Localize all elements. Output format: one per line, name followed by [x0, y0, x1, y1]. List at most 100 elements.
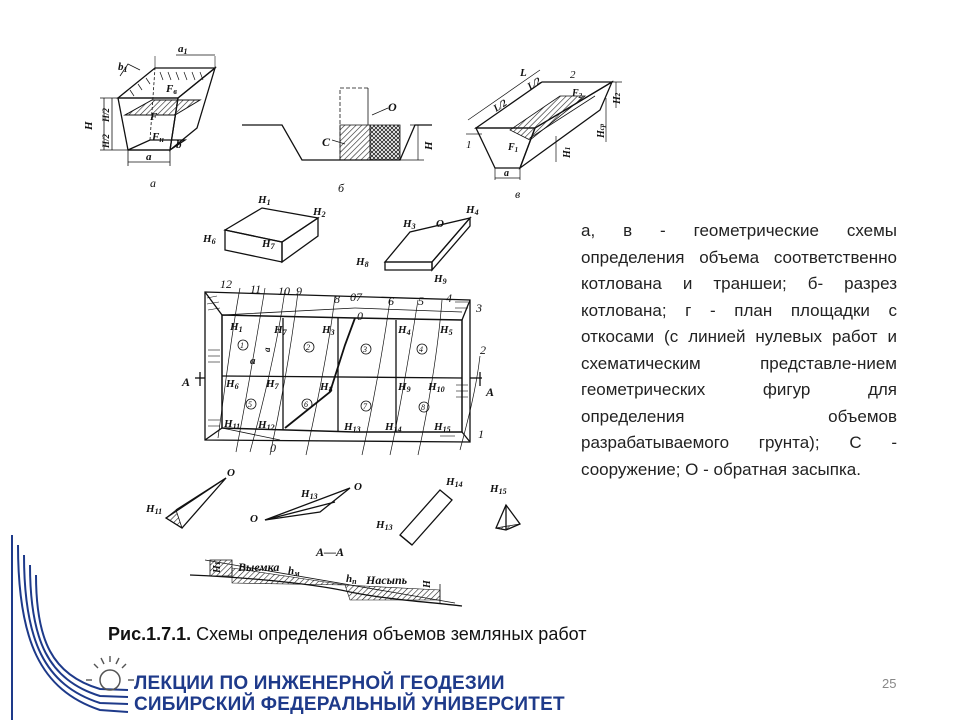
- svg-text:9: 9: [296, 284, 302, 298]
- svg-text:H13: H13: [343, 421, 361, 434]
- label-b: b: [176, 139, 182, 151]
- prism-box-labels: H1 H2 H6 H7: [202, 194, 326, 251]
- svg-text:H12: H12: [257, 419, 275, 432]
- footer-university-name: СИБИРСКИЙ ФЕДЕРАЛЬНЫЙ УНИВЕРСИТЕТ: [134, 694, 565, 715]
- figure-caption: Рис.1.7.1. Схемы определения объемов зем…: [108, 624, 587, 645]
- caption-prefix: Рис.1.7.1.: [108, 624, 192, 644]
- diagram-a-pit: [100, 54, 217, 166]
- svg-text:H1: H1: [212, 562, 223, 574]
- diagram-v-trench: [466, 69, 622, 180]
- label-H-half-2: H/2: [101, 107, 111, 123]
- svg-text:H1: H1: [229, 321, 243, 334]
- svg-text:A: A: [485, 385, 494, 399]
- svg-text:H2: H2: [312, 206, 326, 219]
- svg-text:hп: hп: [346, 573, 357, 586]
- prism-box: [223, 207, 320, 264]
- caption-b: б: [338, 181, 345, 195]
- label-O: O: [388, 100, 397, 114]
- label-Hcp: Hср: [596, 123, 607, 139]
- svg-text:1: 1: [478, 427, 484, 441]
- svg-text:H9: H9: [397, 381, 411, 394]
- svg-text:1: 1: [240, 341, 244, 350]
- svg-text:A: A: [181, 375, 190, 389]
- label-H-b: H: [423, 141, 435, 151]
- svg-text:4: 4: [446, 291, 452, 305]
- site-plan-labels: H1 H7 H3 H4 H5 H6 H7 H8 H9 H10 H11 H12 H…: [181, 277, 494, 455]
- svg-text:2: 2: [306, 343, 310, 352]
- svg-text:hм: hм: [288, 565, 300, 578]
- svg-text:3: 3: [362, 345, 367, 354]
- svg-text:H5: H5: [439, 324, 453, 337]
- diagram-b-labels: C O H б: [322, 100, 435, 195]
- label-L2-a: L/2: [491, 98, 509, 115]
- diagram-b-section: [242, 87, 432, 161]
- svg-text:Выемка: Выемка: [237, 560, 279, 574]
- svg-text:H14: H14: [445, 476, 463, 489]
- svg-text:O: O: [250, 513, 258, 525]
- svg-text:H6: H6: [202, 233, 216, 246]
- svg-text:H10: H10: [427, 381, 445, 394]
- svg-text:8: 8: [421, 403, 425, 412]
- svg-text:H4: H4: [465, 204, 479, 217]
- svg-text:H11: H11: [223, 418, 240, 431]
- svg-text:0: 0: [270, 441, 276, 455]
- label-L: L: [519, 67, 527, 79]
- svg-text:H3: H3: [402, 218, 416, 231]
- svg-text:3: 3: [475, 301, 482, 315]
- label-F2: F2: [571, 88, 583, 100]
- label-H1-v: H1: [562, 147, 573, 159]
- svg-text:O: O: [436, 218, 444, 230]
- svg-text:12: 12: [220, 277, 232, 291]
- svg-text:6: 6: [388, 294, 394, 308]
- svg-text:6: 6: [304, 400, 308, 409]
- svg-text:5: 5: [418, 294, 424, 308]
- section-aa-labels: А—А H1 Выемка hм hп Насыпь H: [212, 545, 433, 589]
- diagram-v-labels: L L/2 L/2 2 F2 H2 Hср 1 F1 H1 a в: [466, 67, 623, 201]
- label-Fv: Fв: [165, 83, 177, 96]
- label-b1: b1: [118, 61, 128, 74]
- caption-v: в: [515, 187, 520, 201]
- diagram-a-labels: a1 b1 Fв F Fн b a H H/2 H/2 а: [83, 43, 188, 190]
- label-H2: H2: [612, 92, 623, 105]
- svg-text:07: 07: [350, 290, 363, 304]
- line-numbers: 12 11 10 9 8 0 07 6 5 4 3 2 1 0: [220, 277, 486, 455]
- label-1: 1: [466, 139, 472, 151]
- svg-text:H15: H15: [489, 483, 507, 496]
- site-plan: [195, 287, 482, 456]
- svg-text:H13: H13: [375, 519, 393, 532]
- svg-text:H13: H13: [300, 488, 318, 501]
- svg-text:H8: H8: [319, 381, 333, 394]
- svg-text:H1: H1: [257, 194, 271, 207]
- cell-numbers: 1 2 3 4 5 6 7 8: [237, 339, 430, 413]
- svg-text:7: 7: [363, 402, 368, 411]
- bottom-prisms: [164, 477, 522, 546]
- svg-text:H: H: [422, 579, 433, 589]
- svg-text:H9: H9: [433, 273, 447, 286]
- prism-wedge: [383, 216, 472, 272]
- svg-text:H7: H7: [265, 378, 280, 391]
- svg-text:H11: H11: [145, 503, 162, 516]
- label-Fn: Fн: [151, 131, 164, 144]
- svg-text:а: а: [250, 355, 256, 367]
- bottom-prism-labels: O H11 H13 O O H14 H13 H15: [145, 467, 507, 532]
- svg-text:2: 2: [480, 343, 486, 357]
- svg-text:10: 10: [278, 284, 290, 298]
- svg-text:Насыпь: Насыпь: [365, 573, 408, 587]
- svg-text:а: а: [262, 347, 272, 352]
- svg-text:H6: H6: [225, 378, 239, 391]
- svg-text:O: O: [227, 467, 235, 479]
- label-2: 2: [570, 69, 576, 81]
- label-a: a: [146, 151, 152, 163]
- label-a-v: a: [504, 168, 509, 179]
- svg-text:H8: H8: [355, 256, 369, 269]
- page-number: 25: [882, 676, 897, 691]
- svg-text:H7: H7: [261, 238, 276, 251]
- svg-text:8: 8: [334, 292, 340, 306]
- sfu-logo-icon: [11, 535, 134, 720]
- svg-text:5: 5: [248, 400, 252, 409]
- label-F1: F1: [507, 142, 518, 154]
- svg-text:0: 0: [357, 309, 363, 323]
- svg-text:H14: H14: [384, 421, 402, 434]
